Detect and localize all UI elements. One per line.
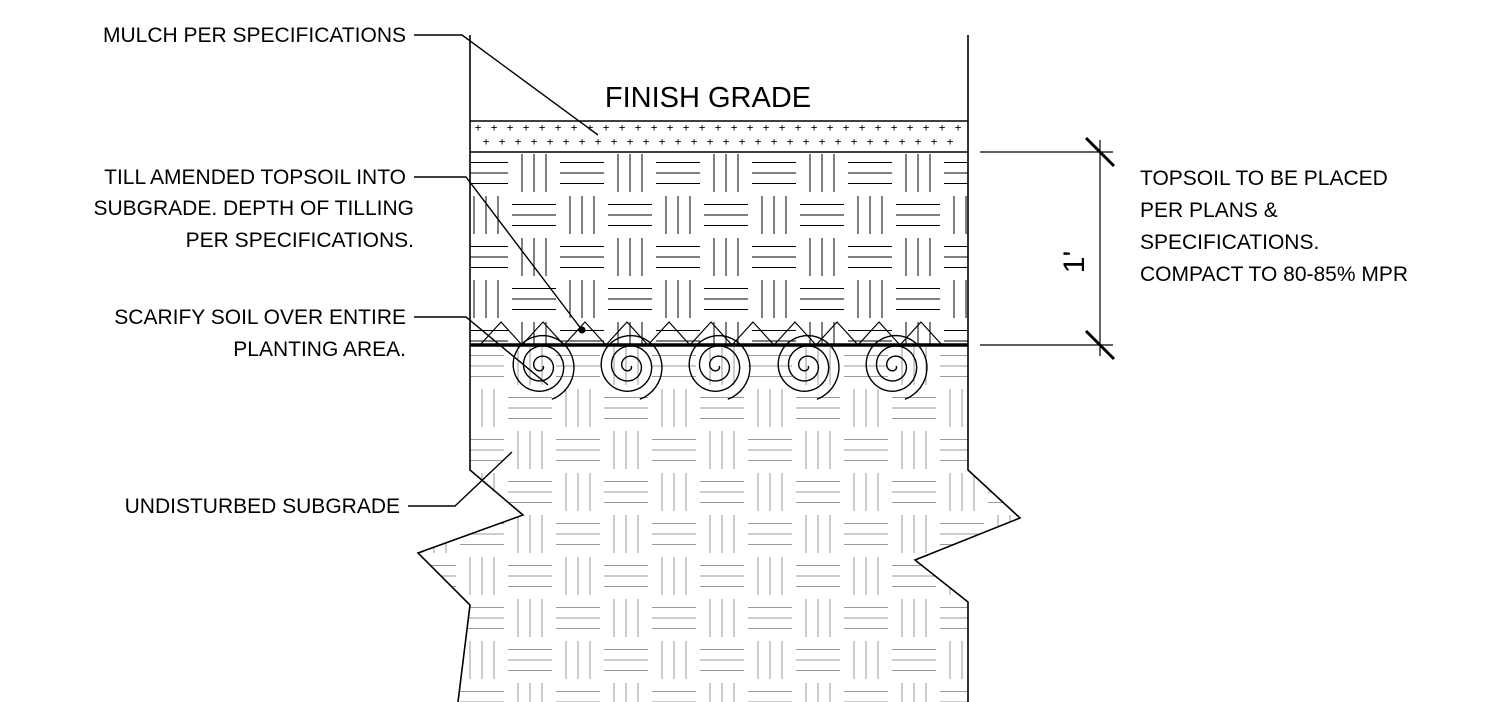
scarify-spiral-2 <box>600 334 663 400</box>
till-leader <box>414 176 583 331</box>
svg-text:+: + <box>819 135 826 148</box>
svg-text:+: + <box>691 135 698 148</box>
svg-text:+: + <box>955 121 962 134</box>
svg-text:+: + <box>827 121 834 134</box>
svg-text:+: + <box>675 135 682 148</box>
finish-grade-label: FINISH GRADE <box>605 82 811 114</box>
scarify-leader <box>414 316 549 386</box>
svg-text:+: + <box>483 135 490 148</box>
svg-text:+: + <box>539 121 546 134</box>
mulch-stipple: ++++++++++++++++++++++++++++++++++++++++… <box>475 121 962 148</box>
svg-text:+: + <box>867 135 874 148</box>
svg-text:+: + <box>811 121 818 134</box>
svg-text:+: + <box>611 135 618 148</box>
scarify-spiral-4 <box>777 334 840 400</box>
svg-text:+: + <box>563 135 570 148</box>
dim-tick-bottom <box>1084 329 1116 361</box>
scarify-zigzag <box>479 321 943 346</box>
svg-text:+: + <box>747 121 754 134</box>
svg-text:+: + <box>739 135 746 148</box>
svg-text:+: + <box>499 135 506 148</box>
scarify-spirals <box>512 334 928 400</box>
section-left-break-edge <box>416 35 525 702</box>
svg-text:+: + <box>507 121 514 134</box>
svg-text:+: + <box>923 121 930 134</box>
svg-text:+: + <box>795 121 802 134</box>
svg-text:+: + <box>627 135 634 148</box>
svg-text:+: + <box>731 121 738 134</box>
svg-text:+: + <box>587 121 594 134</box>
till-callout-line1: TILL AMENDED TOPSOIL INTO <box>104 166 406 189</box>
svg-text:+: + <box>683 121 690 134</box>
svg-text:+: + <box>603 121 610 134</box>
svg-text:+: + <box>651 121 658 134</box>
svg-text:+: + <box>619 121 626 134</box>
svg-text:+: + <box>571 121 578 134</box>
mulch-leader <box>414 34 599 136</box>
svg-text:+: + <box>883 135 890 148</box>
svg-text:+: + <box>771 135 778 148</box>
svg-text:+: + <box>699 121 706 134</box>
svg-text:+: + <box>635 121 642 134</box>
svg-text:+: + <box>723 135 730 148</box>
svg-text:+: + <box>755 135 762 148</box>
dim-label-topsoil-depth: 1' <box>1058 251 1091 273</box>
svg-text:+: + <box>475 121 482 134</box>
svg-text:+: + <box>531 135 538 148</box>
svg-text:+: + <box>667 121 674 134</box>
svg-text:+: + <box>915 135 922 148</box>
scarify-callout-line1: SCARIFY SOIL OVER ENTIRE <box>114 306 406 329</box>
svg-text:+: + <box>843 121 850 134</box>
svg-text:+: + <box>779 121 786 134</box>
scarify-spiral-3 <box>688 334 751 400</box>
mulch-callout-text: MULCH PER SPECIFICATIONS <box>103 24 406 47</box>
svg-text:+: + <box>643 135 650 148</box>
scarify-spiral-1 <box>512 334 575 400</box>
svg-text:+: + <box>579 135 586 148</box>
undisturbed-leader <box>408 451 513 507</box>
svg-text:+: + <box>547 135 554 148</box>
svg-text:+: + <box>595 135 602 148</box>
till-callout-line3: PER SPECIFICATIONS. <box>186 229 414 252</box>
scarify-callout-line2: PLANTING AREA. <box>233 338 406 361</box>
dim-tick-top <box>1084 136 1116 168</box>
svg-text:+: + <box>931 135 938 148</box>
topsoil-note-line4: COMPACT TO 80-85% MPR <box>1140 263 1408 286</box>
till-callout-line2: SUBGRADE. DEPTH OF TILLING <box>93 197 414 220</box>
svg-text:+: + <box>491 121 498 134</box>
svg-text:+: + <box>555 121 562 134</box>
svg-text:+: + <box>939 121 946 134</box>
svg-text:+: + <box>803 135 810 148</box>
svg-text:+: + <box>787 135 794 148</box>
topsoil-note-line2: PER PLANS & <box>1140 199 1278 222</box>
scarify-spiral-5 <box>865 334 928 400</box>
topsoil-note-line1: TOPSOIL TO BE PLACED <box>1140 167 1388 190</box>
svg-text:+: + <box>515 135 522 148</box>
svg-text:+: + <box>947 135 954 148</box>
subgrade-hatch-pattern <box>418 347 1020 702</box>
svg-text:+: + <box>891 121 898 134</box>
mulch-layer <box>470 121 968 152</box>
svg-text:+: + <box>707 135 714 148</box>
undisturbed-callout-text: UNDISTURBED SUBGRADE <box>125 495 400 518</box>
section-right-break-edge <box>913 35 1022 702</box>
svg-text:+: + <box>835 135 842 148</box>
topsoil-hatch-pattern <box>470 154 968 345</box>
svg-text:+: + <box>763 121 770 134</box>
svg-text:+: + <box>875 121 882 134</box>
till-leader-dot <box>578 326 586 334</box>
topsoil-note-line3: SPECIFICATIONS. <box>1140 231 1319 254</box>
svg-text:+: + <box>859 121 866 134</box>
svg-text:+: + <box>523 121 530 134</box>
svg-text:+: + <box>659 135 666 148</box>
svg-text:+: + <box>715 121 722 134</box>
svg-text:+: + <box>907 121 914 134</box>
svg-text:+: + <box>899 135 906 148</box>
svg-text:+: + <box>851 135 858 148</box>
